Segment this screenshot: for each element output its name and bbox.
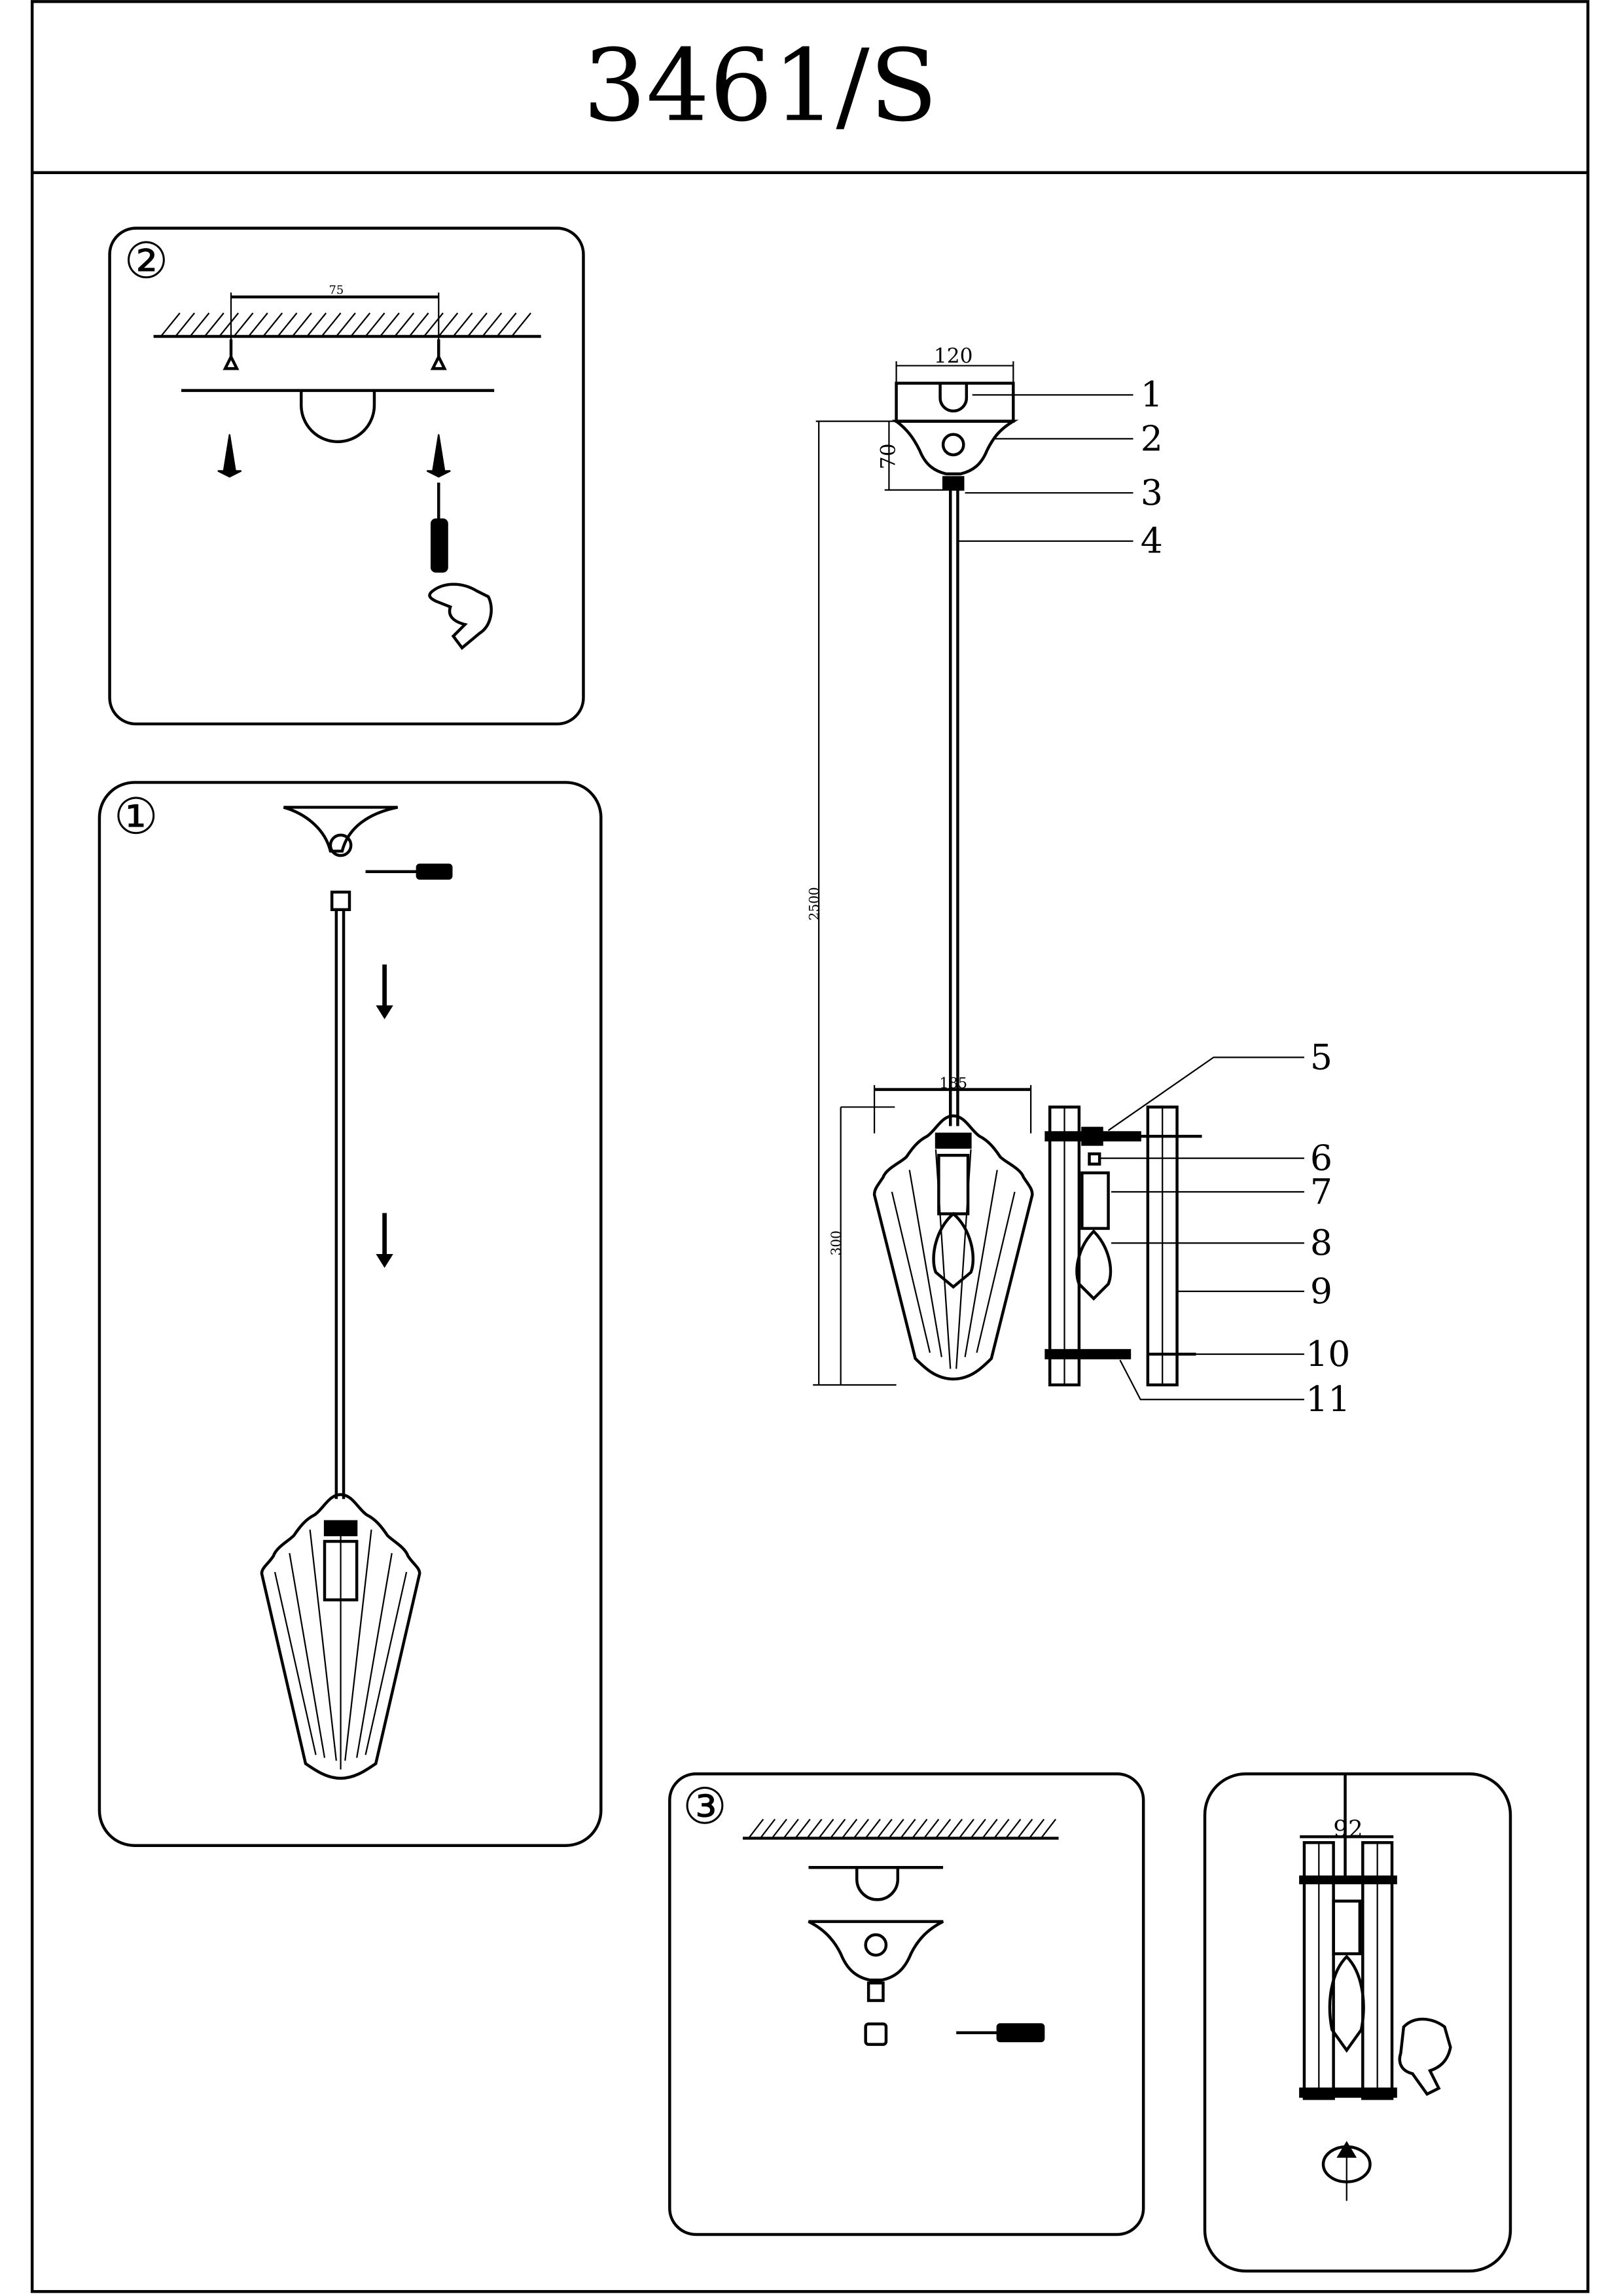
part-number: 1 [1141, 374, 1163, 415]
overall-length-label: 2500 [806, 887, 822, 920]
part-number: 7 [1310, 1171, 1332, 1212]
hook-icon [329, 833, 353, 857]
part-number: 10 [1306, 1333, 1350, 1374]
step-2-number: ② [124, 232, 168, 290]
hand-icon [1398, 2017, 1452, 2096]
bulb-install-panel: 92 [1203, 1772, 1512, 2273]
exploded-frame [1044, 1105, 1202, 1387]
canopy-height-label: 70 [876, 443, 900, 469]
canopy [283, 806, 399, 853]
part-number: 3 [1141, 472, 1163, 513]
canopy-width-label: 120 [934, 344, 973, 368]
part-number: 2 [1141, 418, 1163, 459]
locking-nut [864, 2022, 888, 2046]
step-3-panel: ③ [668, 1772, 1145, 2236]
canopy [808, 1920, 944, 1982]
part-number: 4 [1141, 520, 1163, 562]
canopy [891, 420, 1019, 476]
model-title: 3461/S [583, 27, 938, 143]
step-3-number: ③ [683, 1777, 727, 1835]
page-border [30, 0, 1590, 2293]
wall-anchor-icon [223, 339, 447, 370]
main-assembly-drawing: 120 70 2500 185 300 [806, 344, 1350, 1420]
ceiling-hatch [742, 1818, 1059, 1840]
bulb-icon [932, 1211, 975, 1289]
part-callouts: 1 2 3 4 5 6 7 8 9 10 11 [957, 374, 1350, 1420]
shade-height-label: 300 [829, 1230, 844, 1255]
step-1-number: ① [114, 787, 158, 846]
screwdriver-icon [430, 518, 448, 573]
arrow-down-icon [376, 964, 393, 1020]
screw-icon [217, 434, 451, 478]
part-number: 8 [1310, 1222, 1332, 1263]
bracket-hook [300, 390, 376, 444]
screwdriver-icon [996, 2023, 1045, 2043]
step-1-panel: ① [98, 781, 603, 1847]
part-number: 11 [1306, 1378, 1350, 1420]
step-2-panel: ② 75 [108, 226, 585, 726]
mount-spacing-label: 75 [329, 283, 344, 297]
bulb-icon [1075, 1229, 1113, 1301]
part-number: 6 [1310, 1138, 1332, 1179]
shade-width-label: 185 [939, 1075, 967, 1092]
hook-icon [941, 433, 965, 457]
rotate-icon [1321, 2145, 1372, 2183]
screwdriver-icon [416, 863, 453, 880]
part-number: 5 [1310, 1036, 1332, 1077]
mounting-plate [895, 382, 1015, 423]
ceiling-hatch [153, 312, 541, 338]
bulb-icon [1328, 1954, 1365, 2053]
lamp-shade [872, 1114, 1034, 1381]
hand-icon [428, 583, 493, 651]
frame-width-label: 92 [1333, 1816, 1363, 1842]
arrow-down-icon [376, 1213, 393, 1268]
part-number: 9 [1310, 1270, 1332, 1312]
lamp-shade [260, 1493, 421, 1780]
arrow-up-icon [1336, 2141, 1357, 2201]
hook-icon [864, 1933, 888, 1957]
